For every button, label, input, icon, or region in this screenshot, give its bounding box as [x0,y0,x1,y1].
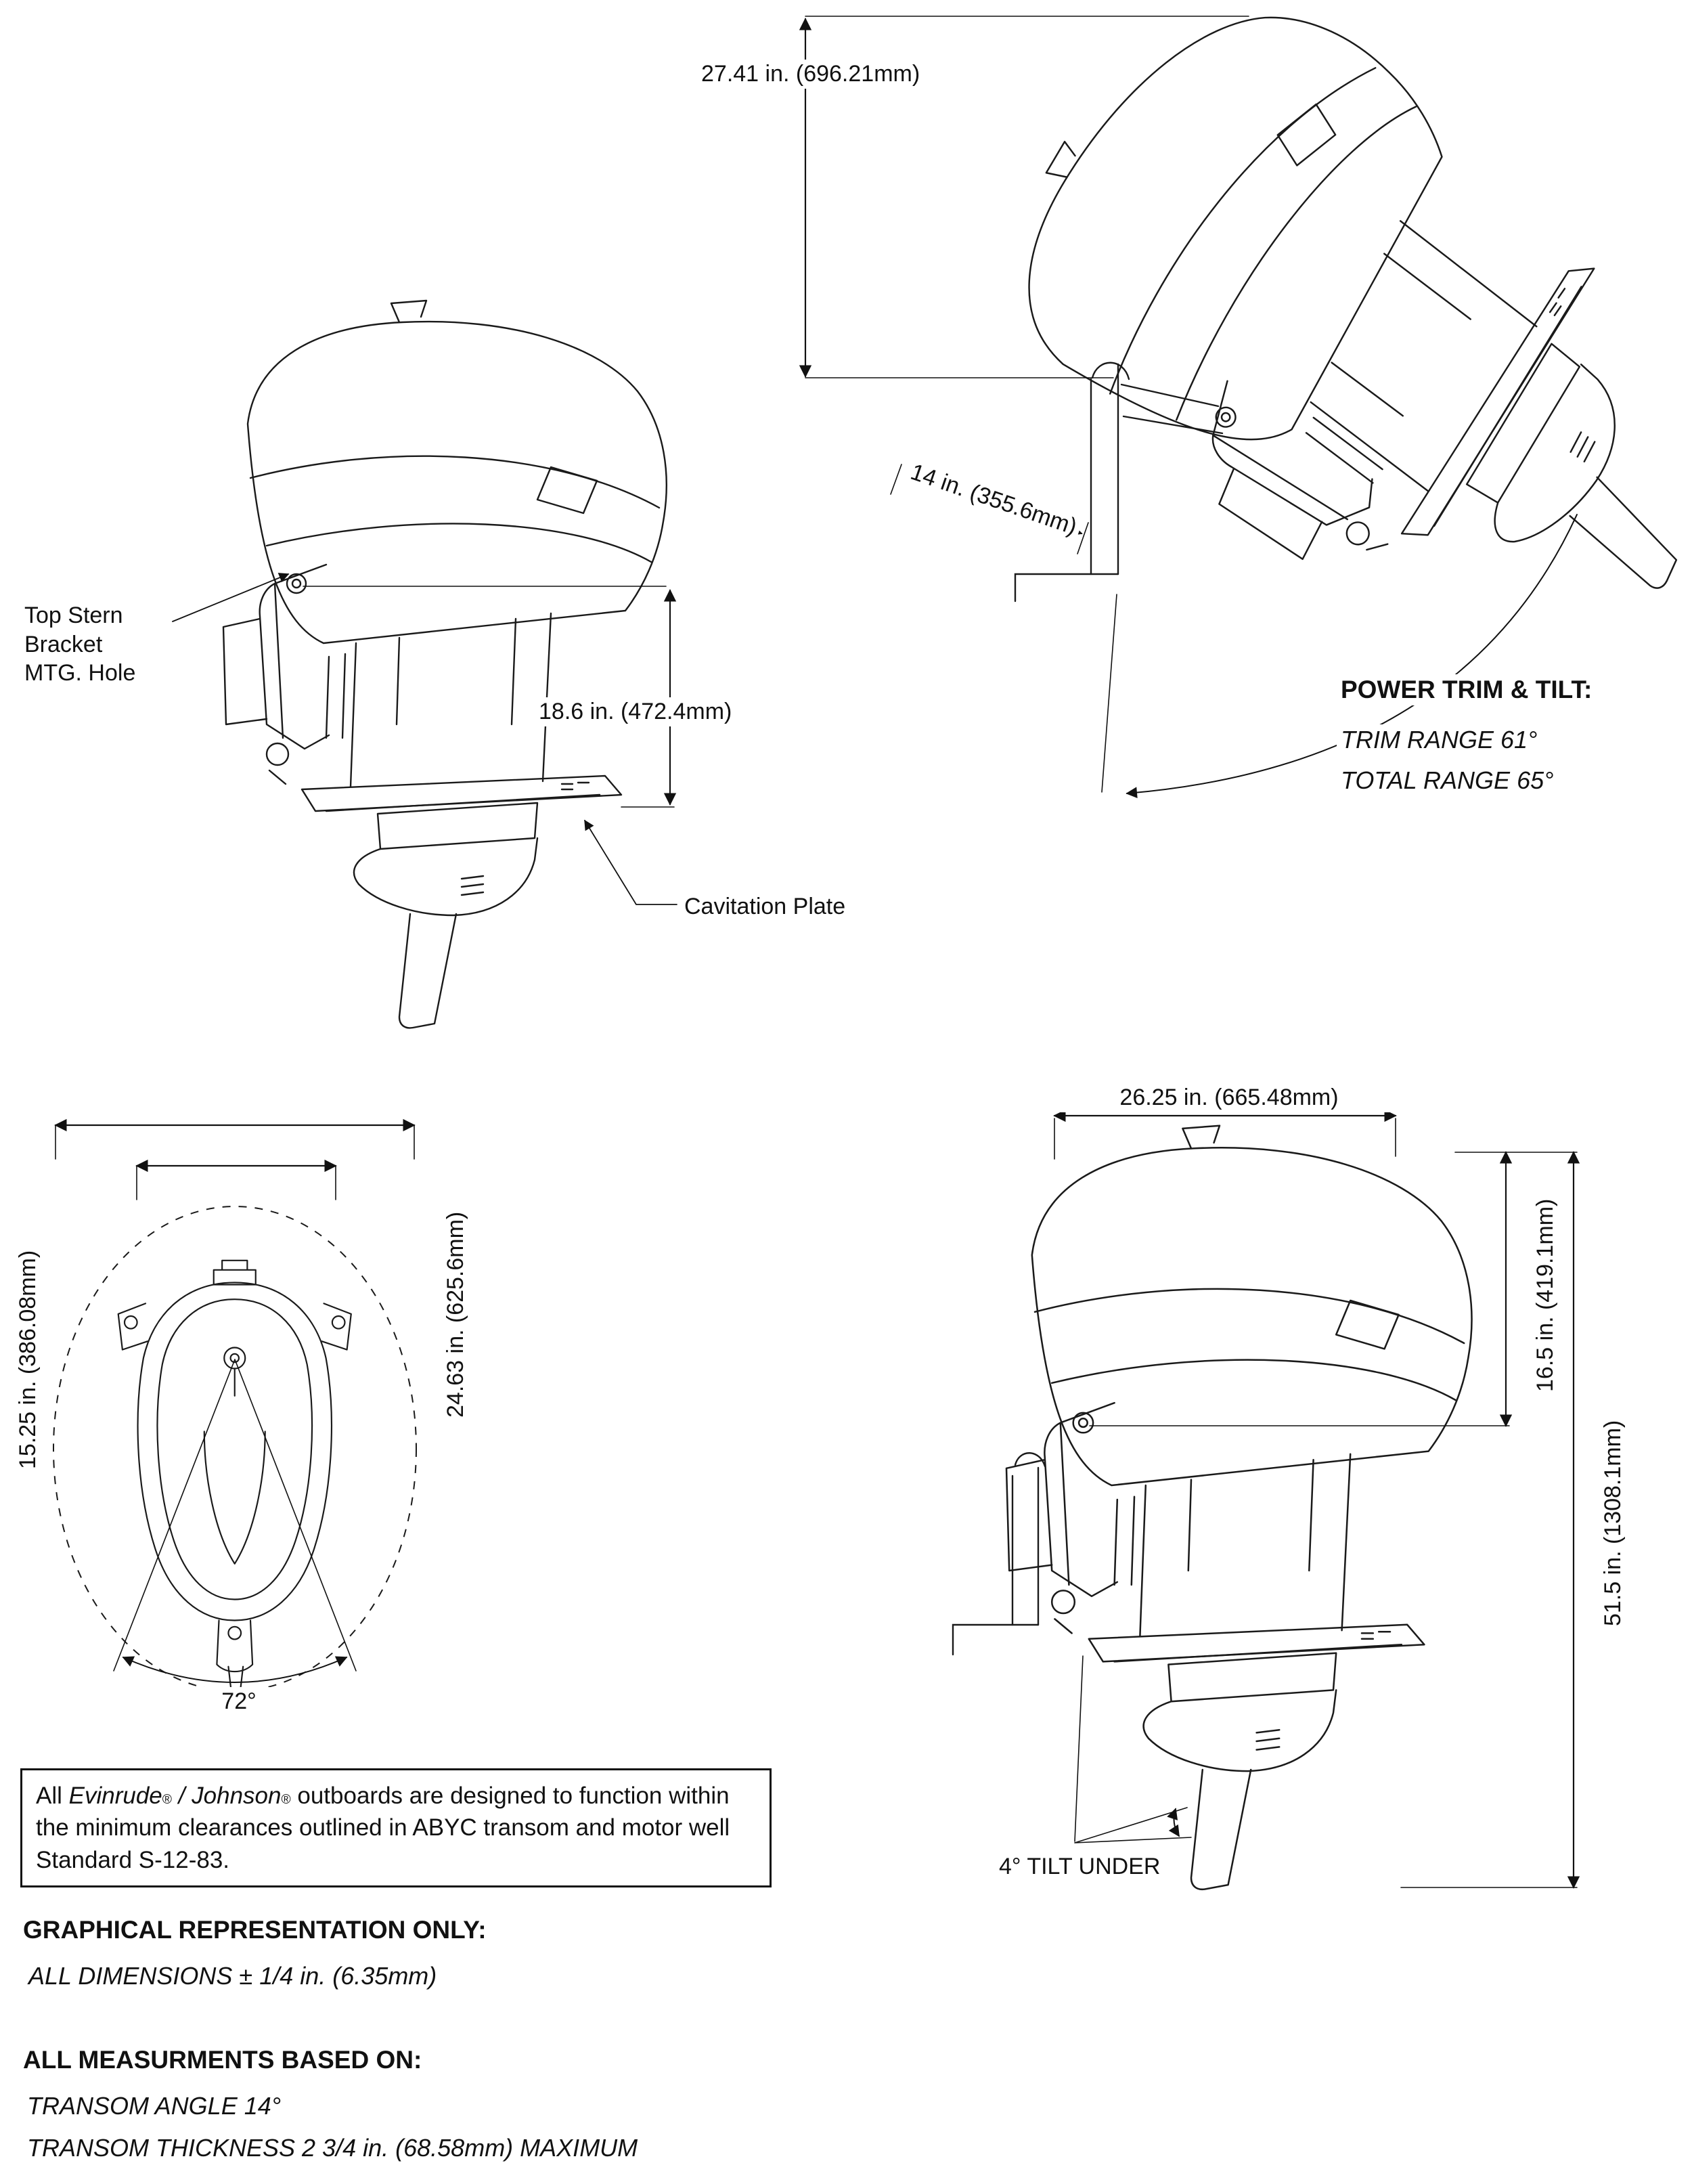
dim-cowl-width-label: 15.25 in. (386.08mm) [14,1246,43,1473]
swing-envelope-ellipse [53,1206,417,1692]
motor-side-view-tilted [944,0,1692,741]
motor-side-view-lower-right [952,1124,1473,1891]
note-brand-johnson: Johnson [192,1783,282,1809]
note-part2: outboards are designed to function withi… [36,1783,730,1873]
dim-bracket-to-plate-label: 18.6 in. (472.4mm) [535,697,736,726]
note-brand-evinrude: Evinrude [68,1783,162,1809]
callout-cavitation-plate: Cavitation Plate [680,892,850,921]
note-part1: All [36,1783,69,1809]
power-trim-range: TRIM RANGE 61° [1337,724,1542,755]
dim-tilted-height-label: 27.41 in. (696.21mm) [697,60,925,89]
dimension-tolerance-note: ALL DIMENSIONS ± 1/4 in. (6.35mm) [28,1962,437,1990]
dim-overall-length-label: 26.25 in. (665.48mm) [1056,1083,1402,1112]
dim-overall-height-label: 51.5 in. (1308.1mm) [1599,1416,1628,1630]
callout-top-stern-bracket: Top Stern Bracket MTG. Hole [20,601,140,688]
dim-tilt-under-label: 4° TILT UNDER [995,1852,1165,1881]
power-trim-total-range: TOTAL RANGE 65° [1337,765,1558,795]
dimension-lines [54,16,1580,1889]
motor-front-view [53,1206,417,1695]
note-reg1: ® [162,1793,172,1807]
transom-angle-note: TRANSOM ANGLE 14° [27,2092,282,2120]
measurements-heading: ALL MEASURMENTS BASED ON: [23,2046,422,2074]
clearance-note-box: All Evinrude® / Johnson® outboards are d… [20,1768,772,1887]
power-trim-title: POWER TRIM & TILT: [1337,674,1597,706]
dim-cowl-height-label: 16.5 in. (419.1mm) [1531,1194,1560,1396]
dim-steering-angle-label: 72° [201,1687,277,1716]
note-separator: / [171,1783,192,1809]
note-reg2: ® [281,1793,291,1807]
transom-thickness-note: TRANSOM THICKNESS 2 3/4 in. (68.58mm) MA… [27,2134,638,2162]
motor-side-view-upper-left [222,299,667,1029]
graphical-representation-heading: GRAPHICAL REPRESENTATION ONLY: [23,1916,487,1944]
dim-swing-width-label: 24.63 in. (625.6mm) [441,1207,470,1422]
